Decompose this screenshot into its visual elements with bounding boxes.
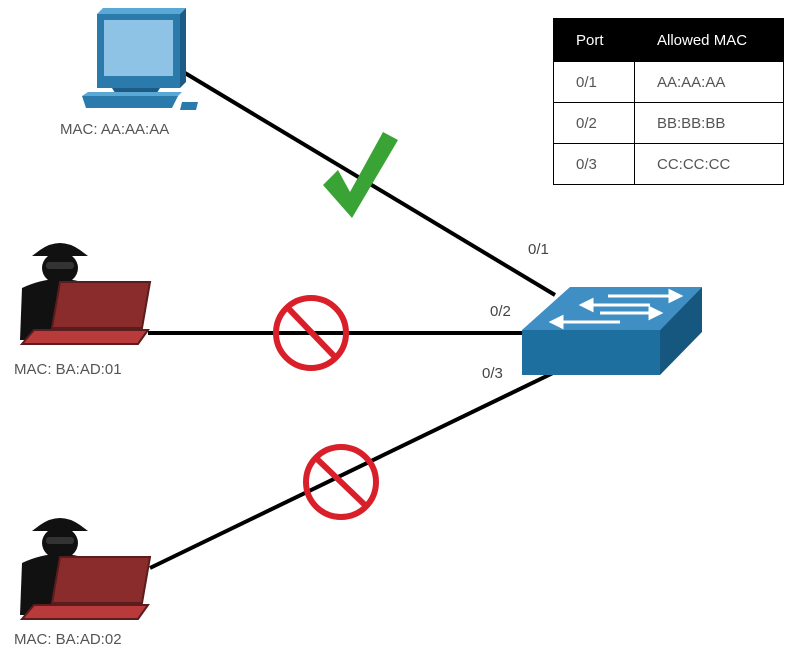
- port-label-0-2: 0/2: [490, 303, 511, 320]
- prohibited-icon: [273, 295, 349, 371]
- network-switch-icon: [522, 287, 702, 375]
- prohibited-icon: [303, 444, 379, 520]
- table-row: 0/2 BB:BB:BB: [553, 102, 784, 144]
- pc-mac-label: MAC: AA:AA:AA: [60, 121, 169, 138]
- checkmark-icon: [323, 132, 398, 218]
- table-header-row: Port Allowed MAC: [553, 18, 784, 62]
- desktop-computer-icon: [82, 8, 198, 110]
- table-cell-port: 0/3: [553, 143, 635, 185]
- table-header-allowed-mac: Allowed MAC: [634, 18, 784, 62]
- table-cell-port: 0/2: [553, 102, 635, 144]
- table-header-port: Port: [553, 18, 635, 62]
- attacker1-mac-label: MAC: BA:AD:01: [14, 361, 122, 378]
- table-row: 0/1 AA:AA:AA: [553, 61, 784, 103]
- port-label-0-1: 0/1: [528, 241, 549, 258]
- table-cell-mac: BB:BB:BB: [634, 102, 784, 144]
- allowed-mac-table: Port Allowed MAC 0/1 AA:AA:AA 0/2 BB:BB:…: [553, 18, 784, 185]
- hacker-laptop-icon: [19, 518, 152, 620]
- table-cell-mac: CC:CC:CC: [634, 143, 784, 185]
- link-port-0-3: [149, 370, 556, 570]
- table-cell-port: 0/1: [553, 61, 635, 103]
- table-cell-mac: AA:AA:AA: [634, 61, 784, 103]
- hacker-laptop-icon: [19, 243, 152, 345]
- attacker2-mac-label: MAC: BA:AD:02: [14, 631, 122, 648]
- table-row: 0/3 CC:CC:CC: [553, 143, 784, 185]
- port-label-0-3: 0/3: [482, 365, 503, 382]
